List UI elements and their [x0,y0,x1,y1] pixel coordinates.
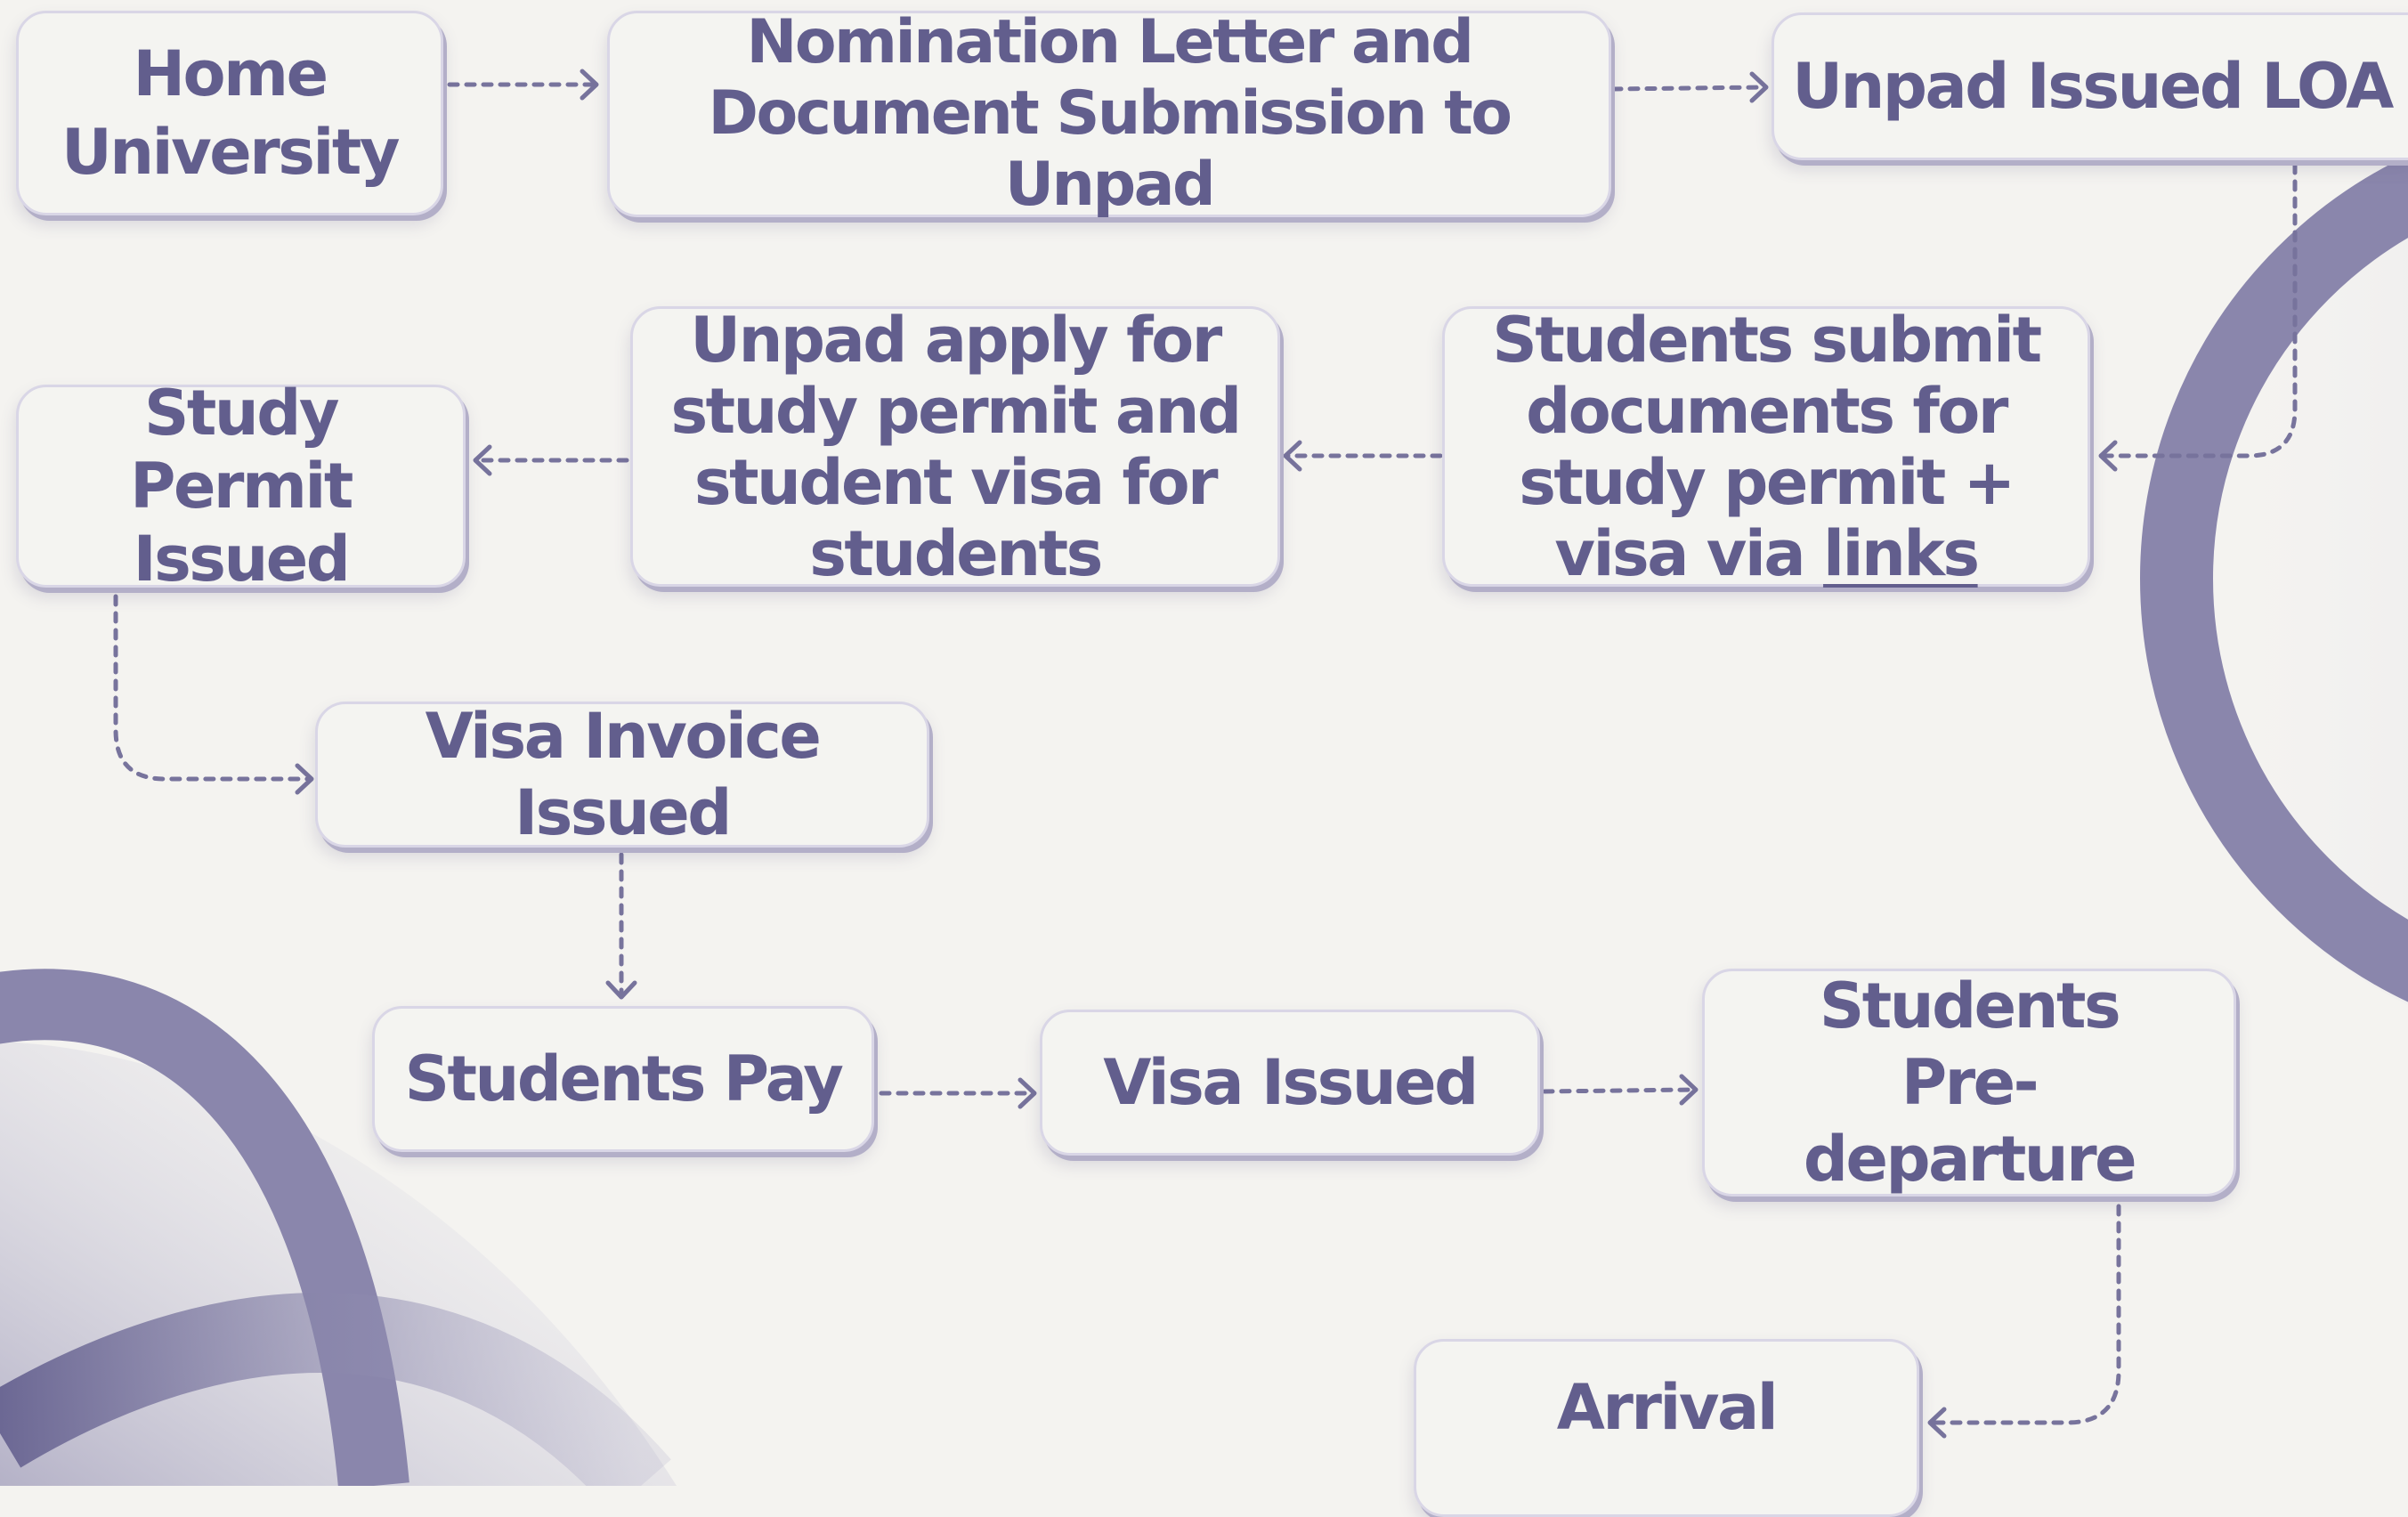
node-unpad-apply-permit: Unpad apply for study permit and student… [630,303,1280,590]
node-visa-issued: Visa Issued [1040,1010,1540,1156]
connector-nomination-to-loa [1610,71,1769,103]
node-home-university: Home University [16,11,443,215]
node-nomination-letter: Nomination Letter and Document Submissio… [607,7,1611,220]
node-students-submit-documents: Students submit documents for study perm… [1442,304,2090,589]
connector-loa-to-submit [2098,162,2298,472]
node-label: Unpad Issued LOA [1792,50,2394,123]
connector-apply-to-permit [473,444,629,476]
node-label: Visa Invoice Issued [425,700,822,849]
connector-predeparture-to-arrival [1927,1204,2121,1439]
node-label: Students submit documents for study perm… [1477,304,2055,589]
decor-ring-right [2140,155,2408,1002]
node-label: Students Pay [404,1042,844,1115]
node-label: Home University [61,37,401,189]
node-unpad-issued-loa: Unpad Issued LOA [1772,12,2408,160]
connector-permit-to-invoice [113,594,314,795]
connector-home-to-nomination [447,69,599,101]
node-label: Nomination Letter and Document Submissio… [708,7,1512,220]
node-label: Arrival [1556,1371,1779,1444]
node-students-predeparture: Students Pre-departure [1702,969,2236,1197]
node-students-pay: Students Pay [372,1006,874,1152]
node-label-text: Students submit documents for study perm… [1492,303,2042,590]
connector-visa-to-predeparture [1542,1074,1699,1106]
node-arrival: Arrival [1414,1339,1919,1517]
node-label: Unpad apply for study permit and student… [670,303,1242,590]
node-label: Students Pre-departure [1803,969,2137,1196]
connectors [113,69,2298,1439]
node-label: Study Permit Issued [130,377,353,596]
connector-invoice-to-pay [605,852,637,1000]
background-decoration [0,155,2408,1486]
connector-submit-to-apply [1283,440,1443,472]
node-study-permit-issued: Study Permit Issued [16,377,466,596]
decor-band-left [0,1293,671,1486]
connector-pay-to-visa [879,1077,1037,1109]
node-label: Visa Issued [1103,1046,1479,1119]
links-link[interactable]: links [1823,516,1980,590]
node-visa-invoice-issued: Visa Invoice Issued [315,700,929,849]
